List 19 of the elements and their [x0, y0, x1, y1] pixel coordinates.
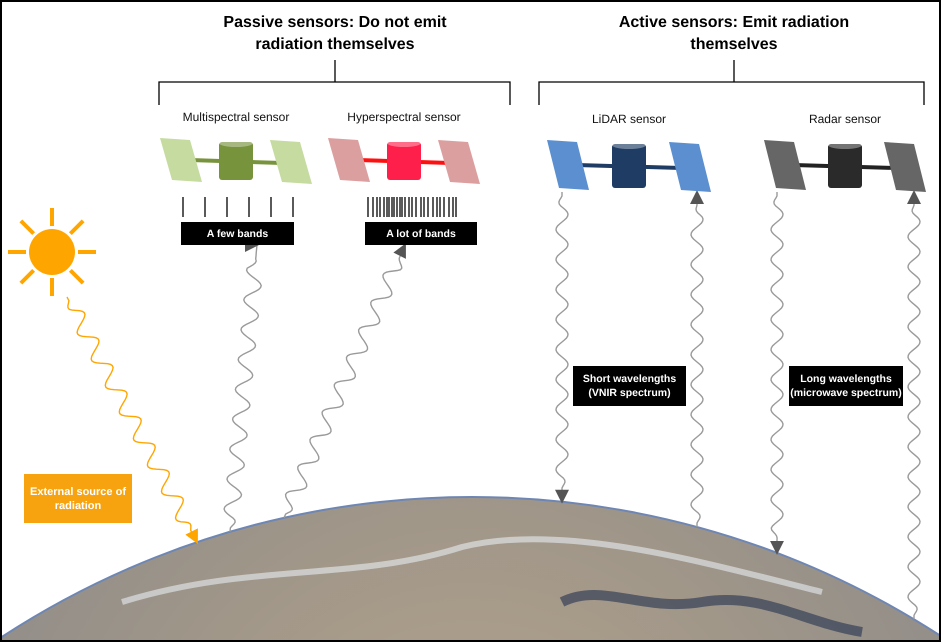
- wavy-arrow: [690, 190, 704, 528]
- group-heading: Active sensors: Emit radiation themselves: [618, 13, 850, 55]
- wavelength-label: Long wavelengths (microwave spectrum): [789, 366, 903, 406]
- wavy-arrow: [770, 192, 784, 555]
- band-label: A lot of bands: [365, 222, 477, 245]
- sensor-label: LiDAR sensor: [590, 112, 668, 126]
- sun-drawing: [7, 207, 97, 297]
- band-label: A few bands: [181, 222, 294, 245]
- wavy-arrow: [66, 296, 198, 544]
- source-label: External source of radiation: [24, 474, 132, 523]
- wavy-arrow: [223, 243, 263, 532]
- sensor-label: Radar sensor: [808, 112, 882, 126]
- sensor-label: Hyperspectral sensor: [346, 110, 462, 124]
- sensor-label: Multispectral sensor: [182, 110, 290, 124]
- wavelength-label: Short wavelengths (VNIR spectrum): [573, 366, 686, 406]
- wavy-arrow: [555, 192, 569, 504]
- wavy-arrow: [283, 243, 406, 518]
- wavy-arrow: [907, 190, 921, 620]
- group-heading: Passive sensors: Do not emit radiation themselves: [222, 13, 448, 55]
